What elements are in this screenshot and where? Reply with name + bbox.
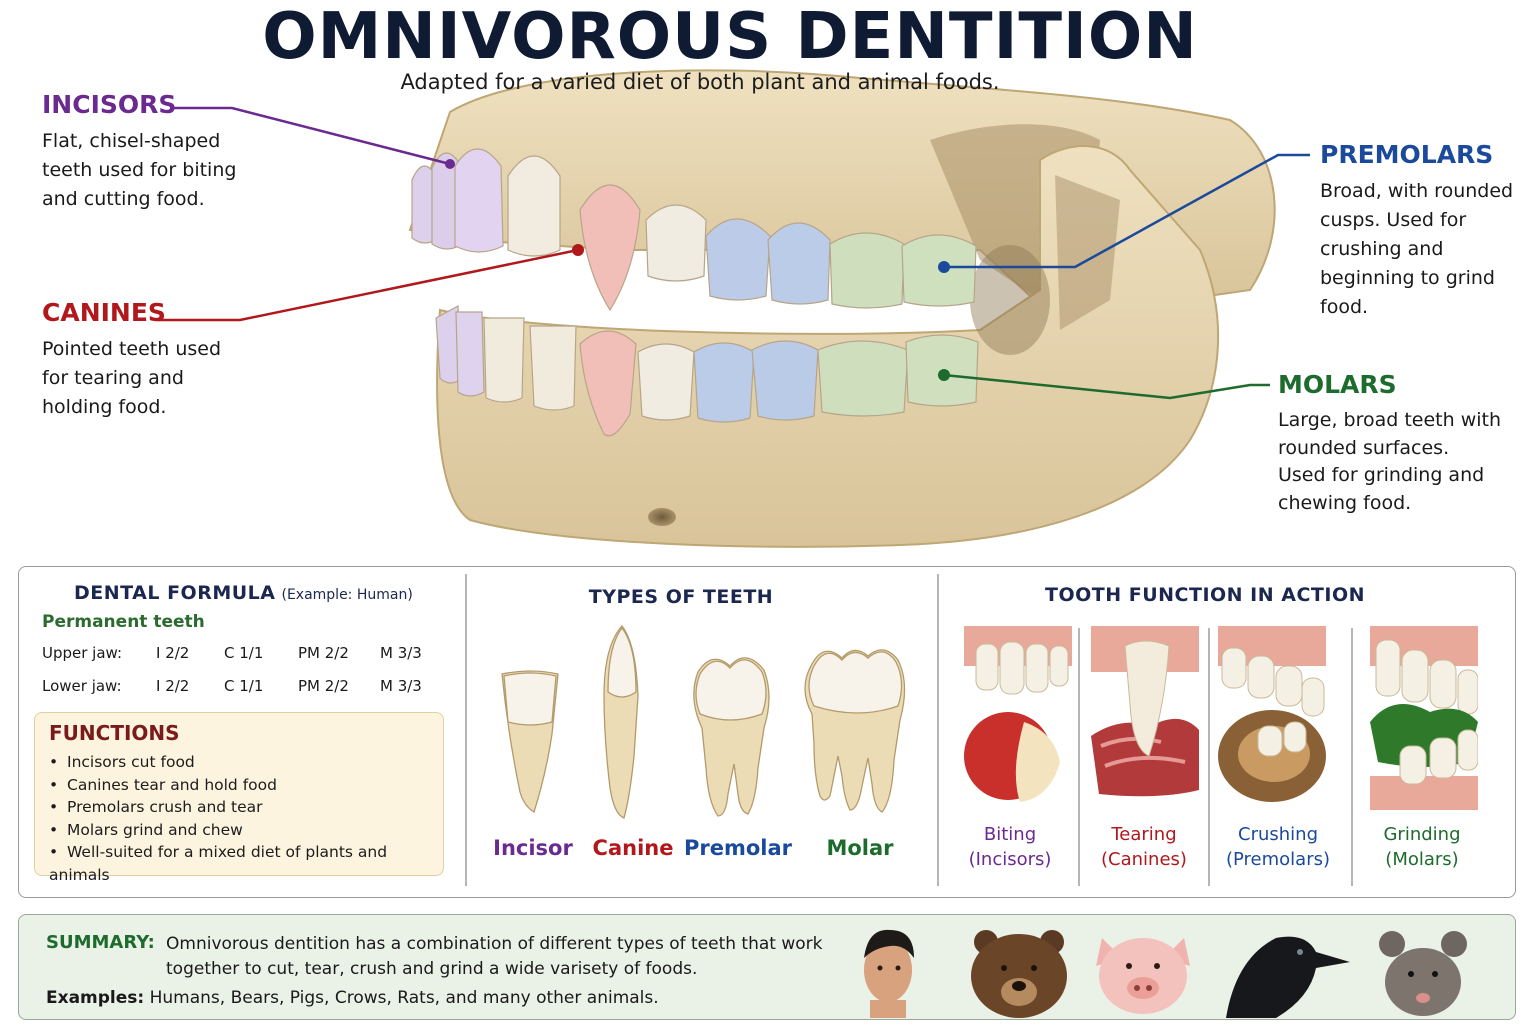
action-tooth: (Incisors) (968, 849, 1052, 870)
functions-box: FUNCTIONS Incisors cut food Canines tear… (34, 712, 444, 884)
formula-row-label: Lower jaw: (42, 677, 122, 695)
tooth-function-title: TOOTH FUNCTION IN ACTION (1044, 584, 1365, 606)
callout-incisors-text: Flat, chisel-shaped teeth used for bitin… (42, 130, 237, 210)
label-canine: Canine (592, 836, 674, 860)
function-item: Molars grind and chew (49, 819, 443, 842)
pig-icon (1096, 938, 1190, 1014)
panel-divider (937, 574, 939, 886)
functions-title: FUNCTIONS (49, 721, 180, 745)
examples-label: Examples: (46, 988, 145, 1008)
formula-molars: M 3/3 (380, 677, 422, 695)
summary-examples: Examples: Humans, Bears, Pigs, Crows, Ra… (46, 988, 659, 1008)
callout-premolars-text: Broad, with rounded cusps. Used for crus… (1320, 180, 1514, 318)
label-molar: Molar (826, 836, 894, 860)
action-name: Grinding (1383, 824, 1461, 845)
action-label-grinding: Grinding (Molars) (1352, 822, 1492, 872)
formula-canines: C 1/1 (224, 677, 264, 695)
skull-jaw-illustration (158, 69, 1310, 548)
callout-canines: CANINES Pointed teeth used for tearing a… (42, 298, 252, 422)
summary-label: SUMMARY: (46, 932, 155, 953)
callout-molars-text-1: Large, broad teeth with rounded surfaces… (1278, 409, 1502, 459)
dental-formula-heading: DENTAL FORMULA (74, 582, 276, 604)
label-premolar: Premolar (683, 836, 793, 860)
page-title: OMNIVOROUS DENTITION (262, 0, 1198, 74)
callout-canines-text: Pointed teeth used for tearing and holdi… (42, 338, 222, 418)
human-icon (864, 929, 914, 1018)
action-label-crushing: Crushing (Premolars) (1208, 822, 1348, 872)
types-of-teeth-title: TYPES OF TEETH (588, 586, 774, 608)
callout-molars-title: MOLARS (1278, 370, 1397, 399)
callout-premolars-title: PREMOLARS (1320, 140, 1494, 169)
formula-premolars: PM 2/2 (298, 644, 349, 662)
action-name: Crushing (1238, 824, 1318, 845)
dental-formula-title: DENTAL FORMULA (Example: Human) (74, 582, 413, 604)
page-subtitle: Adapted for a varied diet of both plant … (400, 70, 1000, 94)
action-name: Tearing (1111, 824, 1177, 845)
summary-text: Omnivorous dentition has a combination o… (166, 934, 823, 979)
callout-molars-text-2: Used for grinding and chewing food. (1278, 464, 1485, 514)
formula-row-label: Upper jaw: (42, 644, 123, 662)
callout-molars: MOLARS Large, broad teeth with rounded s… (1278, 370, 1518, 517)
formula-molars: M 3/3 (380, 644, 422, 662)
formula-incisors: I 2/2 (156, 644, 190, 662)
action-divider (1208, 628, 1210, 886)
examples-text: Humans, Bears, Pigs, Crows, Rats, and ma… (149, 988, 659, 1008)
formula-incisors: I 2/2 (156, 677, 190, 695)
crushing-walnut-illustration (1218, 626, 1326, 802)
callout-canines-title: CANINES (42, 298, 166, 327)
animal-examples (864, 929, 1467, 1018)
action-tooth: (Molars) (1385, 849, 1459, 870)
crow-icon (1226, 936, 1350, 1018)
action-label-biting: Biting (Incisors) (940, 822, 1080, 872)
formula-premolars: PM 2/2 (298, 677, 349, 695)
callout-incisors: INCISORS Flat, chisel-shaped teeth used … (42, 90, 242, 214)
tooth-types-illustration (501, 624, 906, 819)
action-tooth: (Premolars) (1225, 849, 1331, 870)
grinding-leaves-illustration (1370, 626, 1478, 810)
action-divider (1351, 628, 1353, 886)
action-divider (1078, 628, 1080, 886)
function-item: Premolars crush and tear (49, 796, 443, 819)
formula-canines: C 1/1 (224, 644, 264, 662)
functions-list: Incisors cut food Canines tear and hold … (49, 751, 443, 887)
dental-formula-example: (Example: Human) (281, 587, 413, 603)
action-tooth: (Canines) (1101, 849, 1187, 870)
rat-icon (1379, 931, 1467, 1016)
action-name: Biting (983, 824, 1037, 845)
action-label-tearing: Tearing (Canines) (1074, 822, 1214, 872)
function-item: Well-suited for a mixed diet of plants a… (49, 841, 443, 886)
biting-apple-illustration (964, 626, 1072, 802)
permanent-teeth-label: Permanent teeth (42, 612, 205, 632)
function-item: Incisors cut food (49, 751, 443, 774)
tearing-meat-illustration (1091, 626, 1199, 797)
bear-icon (971, 930, 1067, 1018)
callout-incisors-title: INCISORS (42, 90, 177, 119)
callout-premolars: PREMOLARS Broad, with rounded cusps. Use… (1320, 140, 1520, 322)
label-incisor: Incisor (493, 836, 573, 860)
panel-divider (465, 574, 467, 886)
function-item: Canines tear and hold food (49, 774, 443, 797)
